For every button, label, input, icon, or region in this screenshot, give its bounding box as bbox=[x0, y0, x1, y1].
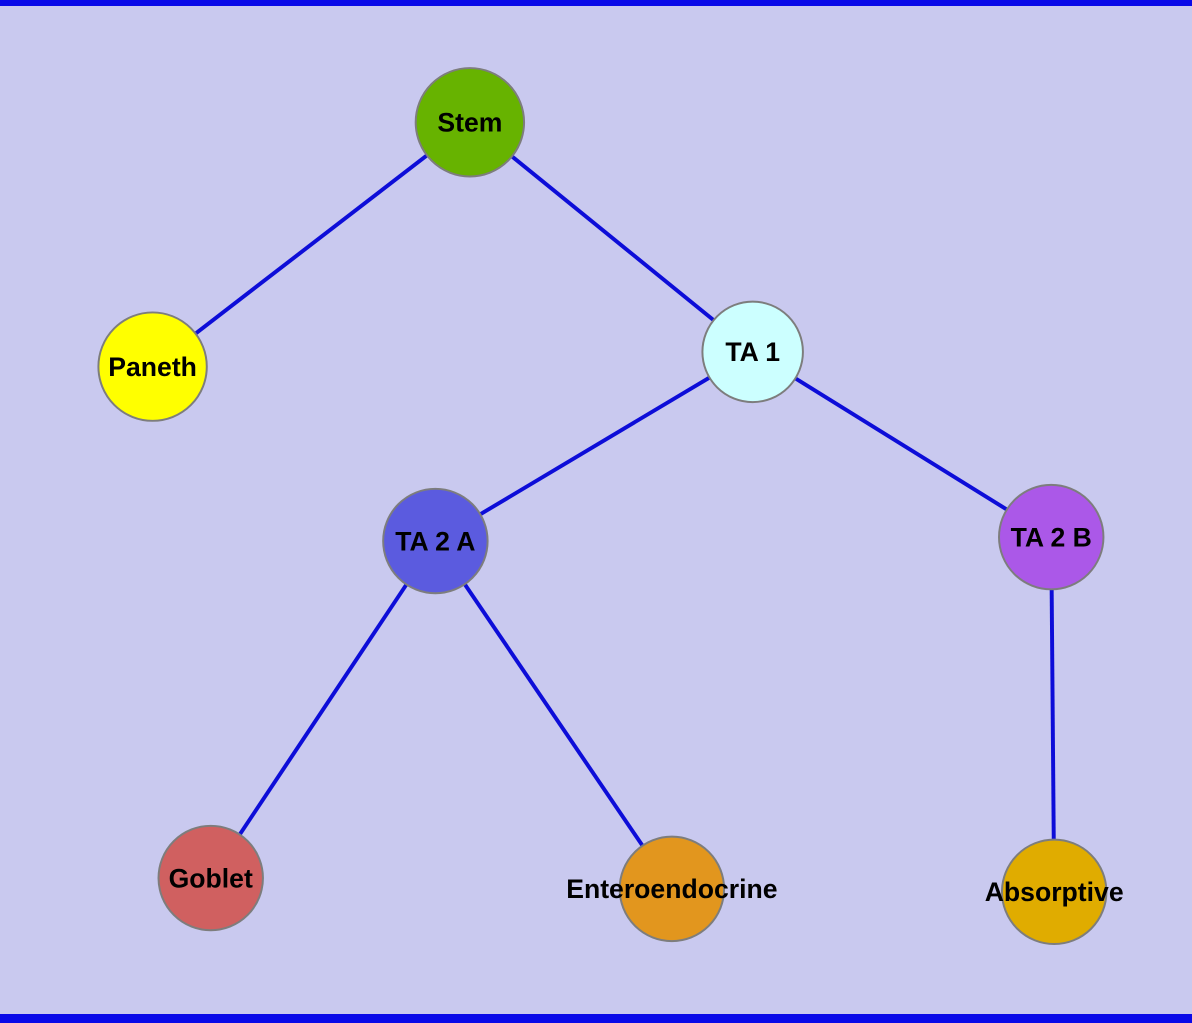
node-ta1[interactable]: TA 1 bbox=[701, 300, 804, 404]
edge-stem-ta1 bbox=[468, 120, 754, 354]
node-enteroendocrine[interactable]: Enteroendocrine bbox=[566, 835, 778, 943]
edge-ta1-ta2a bbox=[434, 350, 754, 543]
node-circle-ta1[interactable] bbox=[701, 300, 804, 404]
node-circle-ta2b[interactable] bbox=[998, 483, 1105, 591]
edges-layer bbox=[151, 120, 1057, 892]
edge-ta2a-enteroendocrine bbox=[433, 539, 674, 890]
node-circle-ta2a[interactable] bbox=[382, 487, 489, 595]
node-circle-paneth[interactable] bbox=[97, 311, 208, 422]
edge-stem-paneth bbox=[151, 120, 472, 369]
edge-ta1-ta2b bbox=[751, 350, 1053, 539]
node-circle-absorptive[interactable] bbox=[1000, 838, 1108, 946]
edge-ta2b-absorptive bbox=[1049, 537, 1057, 892]
edge-ta2a-goblet bbox=[209, 539, 438, 880]
node-absorptive[interactable]: Absorptive bbox=[985, 838, 1124, 946]
node-goblet[interactable]: Goblet bbox=[157, 824, 264, 932]
node-ta2a[interactable]: TA 2 A bbox=[382, 487, 489, 595]
node-ta2b[interactable]: TA 2 B bbox=[998, 483, 1105, 591]
node-circle-goblet[interactable] bbox=[157, 824, 264, 932]
node-circle-stem[interactable] bbox=[414, 67, 526, 178]
node-circle-enteroendocrine[interactable] bbox=[618, 835, 726, 943]
node-paneth[interactable]: Paneth bbox=[97, 311, 208, 422]
node-stem[interactable]: Stem bbox=[414, 67, 526, 178]
